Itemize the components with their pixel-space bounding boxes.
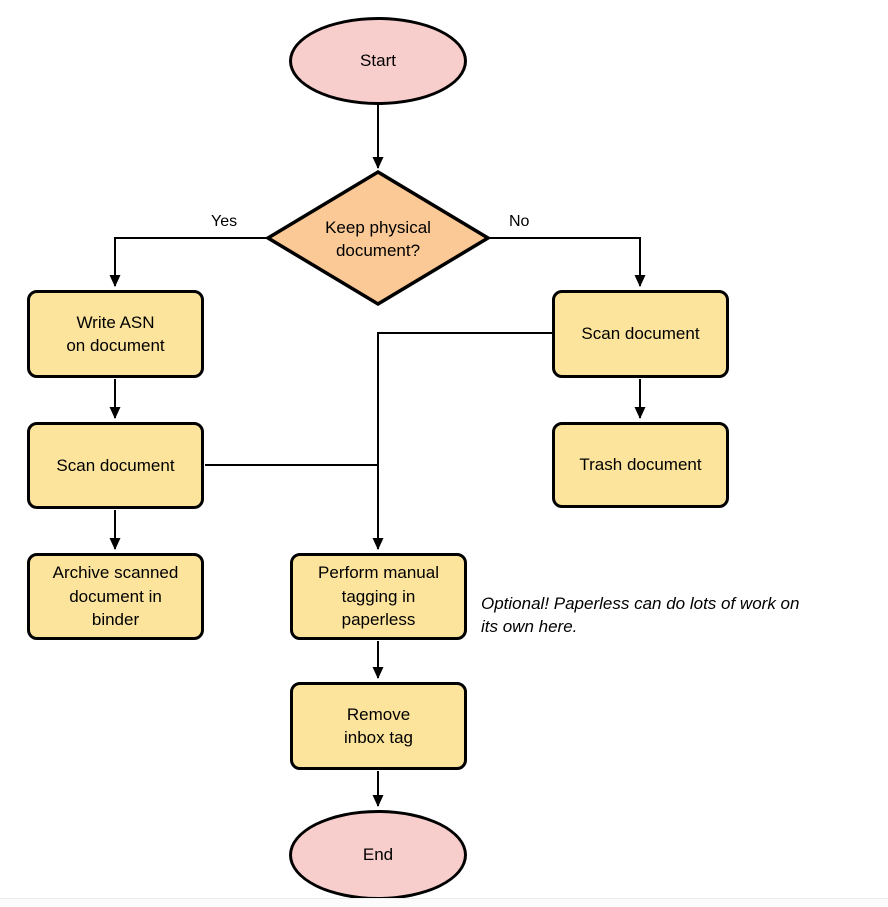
- decision-diamond-shape: [264, 169, 492, 307]
- write-asn-node: Write ASN on document: [27, 290, 204, 378]
- end-node-label: End: [362, 845, 394, 865]
- archive-document-label: Archive scanned document in binder: [52, 563, 179, 630]
- remove-inbox-tag-node: Remove inbox tag: [290, 682, 467, 770]
- manual-tagging-label: Perform manual tagging in paperless: [318, 563, 439, 630]
- yes-edge-label: Yes: [211, 213, 238, 230]
- archive-document-node: Archive scanned document in binder: [27, 553, 204, 640]
- decision-node: Keep physical document?: [288, 198, 468, 280]
- scan-document-right-label: Scan document: [581, 324, 700, 344]
- scan-document-left-label: Scan document: [56, 455, 175, 475]
- scan-document-right-node: Scan document: [552, 290, 729, 378]
- remove-inbox-tag-label: Remove inbox tag: [344, 704, 413, 747]
- bottom-strip: [0, 898, 888, 907]
- write-asn-node-label: Write ASN on document: [66, 312, 165, 355]
- start-node-label: Start: [360, 51, 396, 71]
- end-node: End: [289, 810, 467, 900]
- manual-tagging-node: Perform manual tagging in paperless: [290, 553, 467, 640]
- decision-node-label: Keep physical document?: [325, 217, 431, 260]
- no-edge-label: No: [509, 213, 530, 230]
- scan-document-left-node: Scan document: [27, 422, 204, 509]
- edge-decision-no-to-scan-right: [488, 237, 646, 287]
- start-node: Start: [289, 17, 467, 105]
- annotation-note: Optional! Paperless can do lots of work …: [481, 594, 800, 637]
- trash-document-label: Trash document: [579, 455, 702, 475]
- trash-document-node: Trash document: [552, 422, 729, 508]
- edge-scan-right-to-tagging: [372, 332, 552, 550]
- edge-decision-yes-to-write-asn: [109, 237, 268, 287]
